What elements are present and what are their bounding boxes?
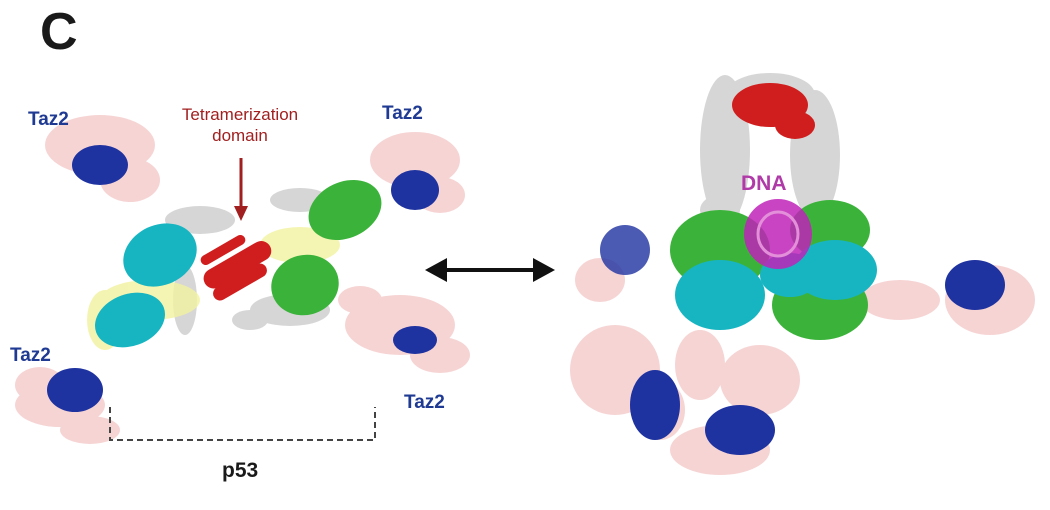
dna-label: DNA	[741, 172, 787, 195]
double-headed-arrow	[425, 258, 555, 282]
dna-binding-domains-cyan-left	[95, 223, 197, 348]
tetramerization-pointer-arrow	[234, 158, 248, 221]
taz2-label-top-right: Taz2	[382, 103, 423, 124]
taz2-label-bottom-left: Taz2	[10, 345, 51, 366]
p53-label: p53	[222, 459, 259, 482]
taz2-label-bottom-right: Taz2	[404, 392, 445, 413]
dna-helix	[744, 199, 812, 269]
tetramerization-label-line1: Tetramerization	[181, 105, 299, 124]
dna-binding-domains-green-left	[271, 179, 382, 316]
tetramerization-domain-right	[732, 83, 815, 139]
taz2-domains-left	[47, 145, 439, 412]
panel-letter: C	[40, 3, 78, 61]
tetramerization-domain-left	[200, 235, 272, 301]
tetramerization-domain-label: Tetramerization domain	[170, 104, 310, 146]
p53-bracket	[109, 407, 376, 441]
taz2-label-top-left: Taz2	[28, 109, 69, 130]
tetramerization-label-line2: domain	[212, 126, 268, 145]
left-p53-structure	[15, 115, 470, 444]
taz2-domains-right	[600, 225, 1005, 455]
right-p53-dna-complex	[570, 73, 1035, 475]
